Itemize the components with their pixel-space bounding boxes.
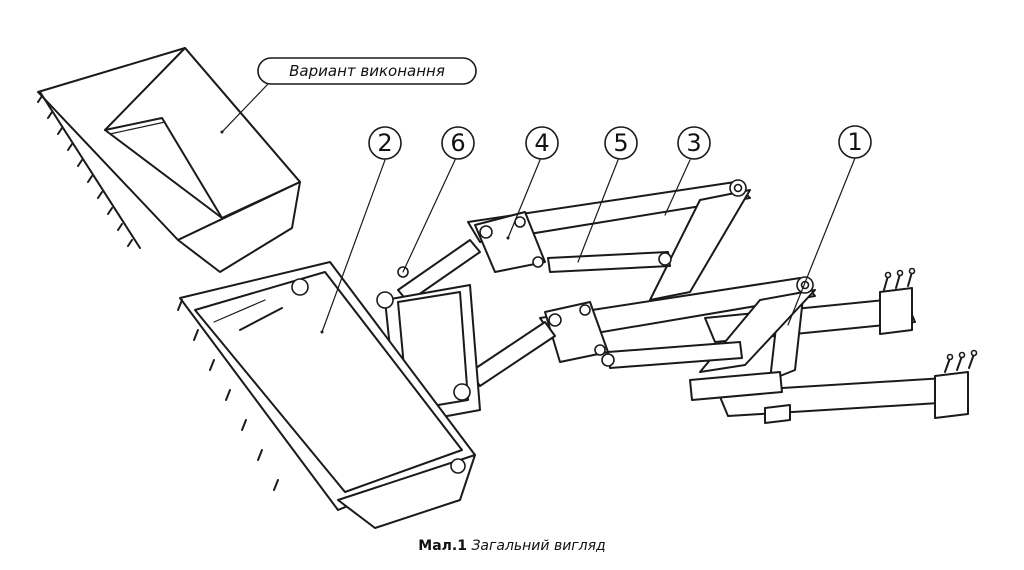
- callout-1: 1: [787, 125, 872, 326]
- tilt-cylinder-lower: [469, 321, 556, 387]
- figure-caption: Мал.1 Загальний вигляд: [0, 538, 1024, 554]
- alternative-bucket: [37, 47, 301, 273]
- callout-3-text: 3: [686, 129, 701, 157]
- hydraulic-cylinder-upper: [547, 251, 672, 273]
- callout-2-text: 2: [377, 129, 392, 157]
- callout-4: 4: [507, 126, 559, 239]
- variant-label: Вариант виконання: [221, 57, 477, 133]
- linkage-plate-lower: [544, 301, 609, 363]
- alternative-bucket-teeth: [37, 91, 141, 249]
- frame-bolts: [883, 267, 978, 373]
- callout-6-text: 6: [450, 129, 465, 157]
- linkage-plate-upper: [474, 211, 546, 273]
- main-bucket-teeth: [177, 299, 279, 491]
- variant-label-text: Вариант виконання: [289, 62, 445, 80]
- callout-1-text: 1: [847, 128, 862, 156]
- callout-2: 2: [321, 126, 402, 333]
- callout-4-text: 4: [534, 129, 549, 157]
- hydraulic-cylinder-lower: [601, 341, 743, 369]
- callout-5: 5: [577, 126, 638, 263]
- figure-number: Мал.1: [418, 538, 467, 554]
- figure-title: Загальний вигляд: [471, 538, 606, 554]
- upper-boom: [467, 179, 751, 301]
- callout-5-text: 5: [613, 129, 628, 157]
- callout-6: 6: [402, 126, 475, 273]
- callout-3: 3: [664, 126, 711, 216]
- main-bucket: [177, 261, 476, 529]
